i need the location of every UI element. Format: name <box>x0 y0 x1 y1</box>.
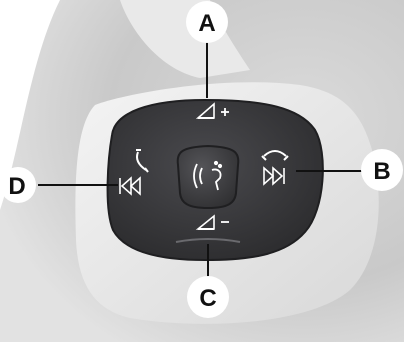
skip-forward-icon <box>263 166 285 186</box>
callout-c-label: C <box>199 285 216 312</box>
voice-command-button[interactable] <box>176 144 240 210</box>
phone-accept-icon <box>136 149 149 173</box>
volume-down-icon <box>195 214 229 230</box>
volume-down-button[interactable] <box>175 214 241 243</box>
voice-command-icon <box>193 160 223 191</box>
skip-back-icon <box>119 176 141 196</box>
callout-a-label: A <box>198 10 215 37</box>
callout-c: C <box>187 276 229 318</box>
volume-up-button[interactable] <box>195 102 229 119</box>
callout-d: D <box>0 167 36 203</box>
callout-a: A <box>186 1 228 43</box>
phone-hangup-icon <box>261 150 289 161</box>
phone-end-next-button[interactable] <box>261 150 289 186</box>
volume-up-icon <box>195 102 229 119</box>
callout-b: B <box>361 149 403 191</box>
callout-d-label: D <box>8 173 25 200</box>
leader-lines <box>38 42 362 278</box>
callout-b-label: B <box>373 158 390 185</box>
phone-accept-prev-button[interactable] <box>119 149 149 196</box>
